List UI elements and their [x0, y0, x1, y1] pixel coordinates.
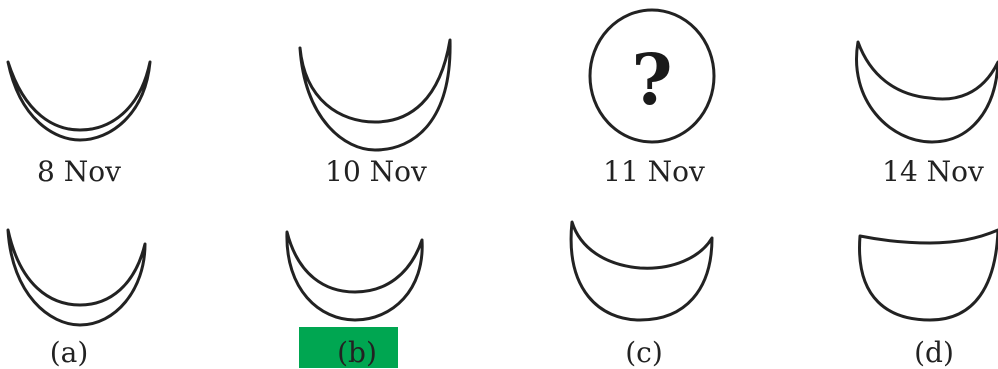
correct-answer-highlight [299, 327, 398, 368]
option-c-moon [569, 220, 714, 322]
option-a-label: (a) [49, 336, 89, 369]
option-c-label: (c) [625, 336, 663, 369]
option-d-moon [858, 228, 998, 322]
moon-10-nov [298, 38, 452, 152]
date-label-1: 8 Nov [37, 155, 121, 188]
moon-14-nov [855, 40, 998, 144]
option-d-label: (d) [914, 336, 954, 369]
unknown-moon-circle [588, 8, 716, 144]
question-mark: ? [631, 38, 672, 121]
date-label-2: 10 Nov [325, 155, 427, 188]
option-b-label: (b) [337, 336, 377, 369]
unknown-moon: ? [588, 8, 716, 144]
date-label-4: 14 Nov [882, 155, 984, 188]
moon-8-nov [6, 60, 152, 142]
option-a-moon [6, 228, 147, 327]
option-b-moon [285, 230, 424, 322]
date-label-3: 11 Nov [603, 155, 705, 188]
